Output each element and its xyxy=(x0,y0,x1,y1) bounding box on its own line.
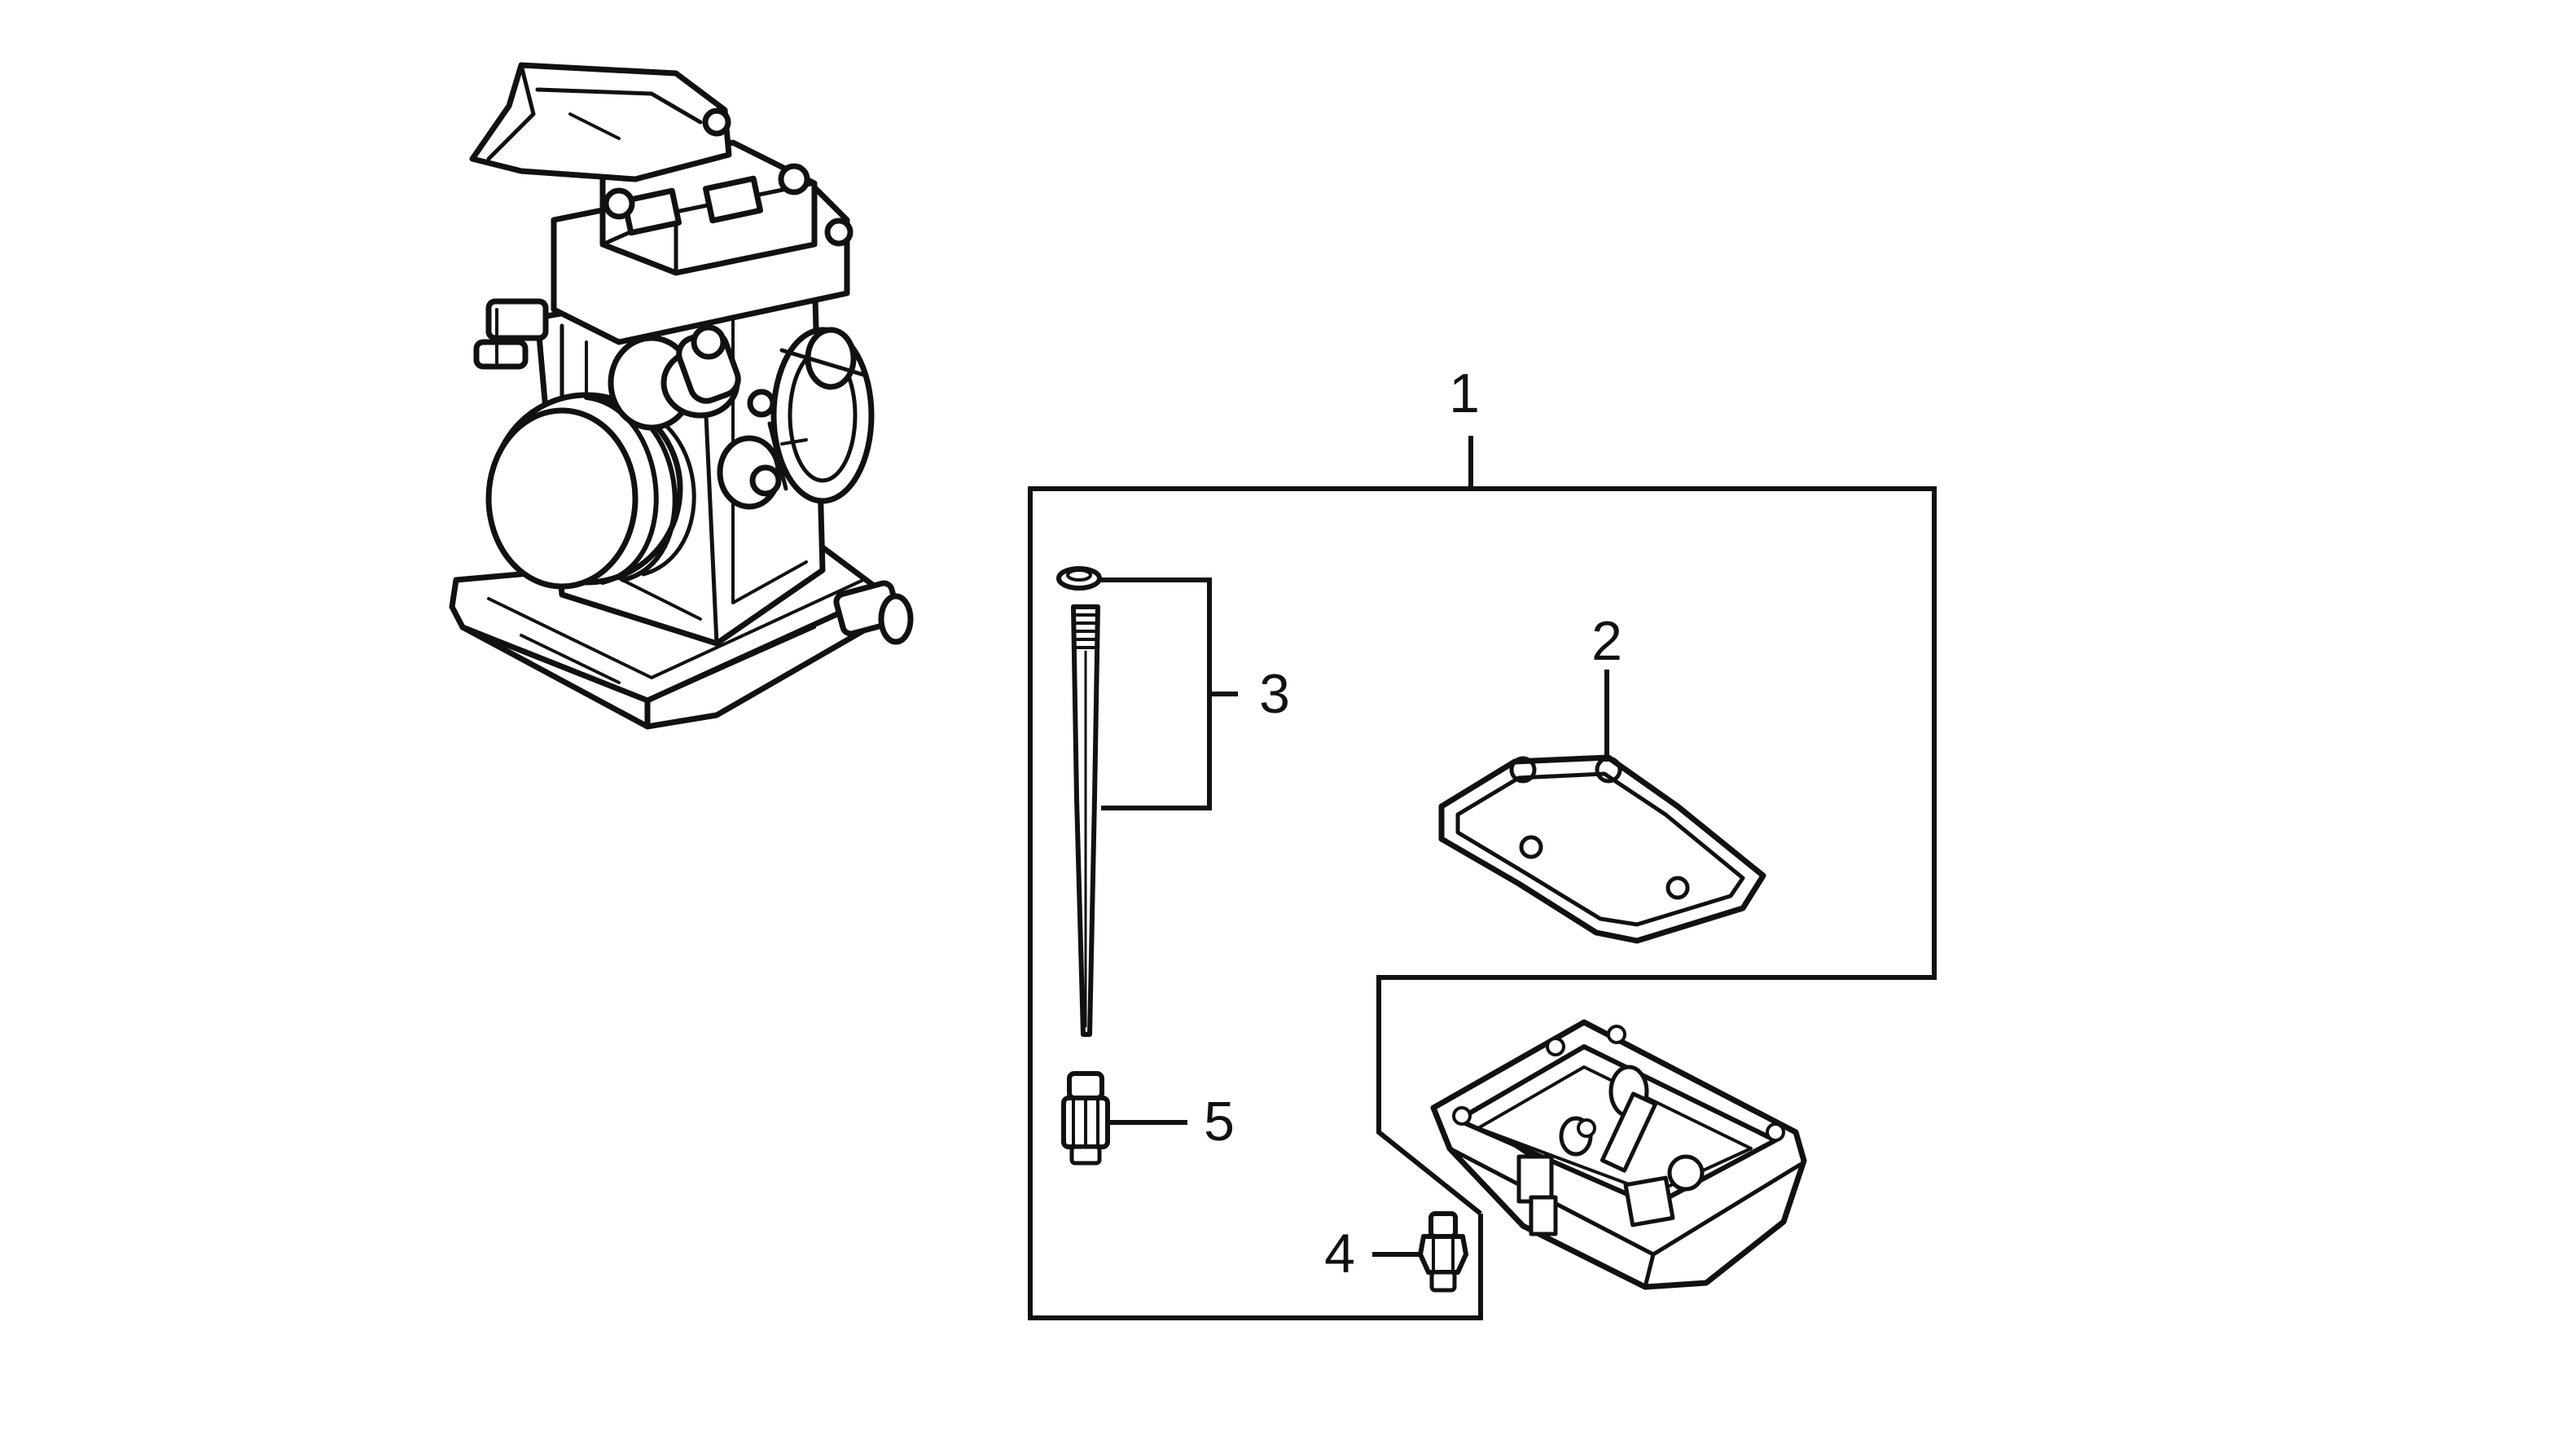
jet-holder xyxy=(1061,1071,1110,1166)
float-chamber-body xyxy=(1430,1019,1807,1290)
callout-3: 3 xyxy=(1259,663,1290,725)
callout-1: 1 xyxy=(1449,362,1480,424)
callout-5: 5 xyxy=(1204,1091,1235,1153)
callout-2: 2 xyxy=(1591,610,1622,672)
carburetor-assembly-illustration xyxy=(449,62,914,730)
jet-needle-set xyxy=(1056,566,1102,1037)
leader-line-3 xyxy=(1101,577,1212,810)
float-chamber-screw xyxy=(1418,1211,1468,1293)
kit-bracket-outline xyxy=(1028,436,1937,1320)
callout-4: 4 xyxy=(1324,1223,1355,1284)
float-chamber-gasket xyxy=(1438,754,1766,944)
